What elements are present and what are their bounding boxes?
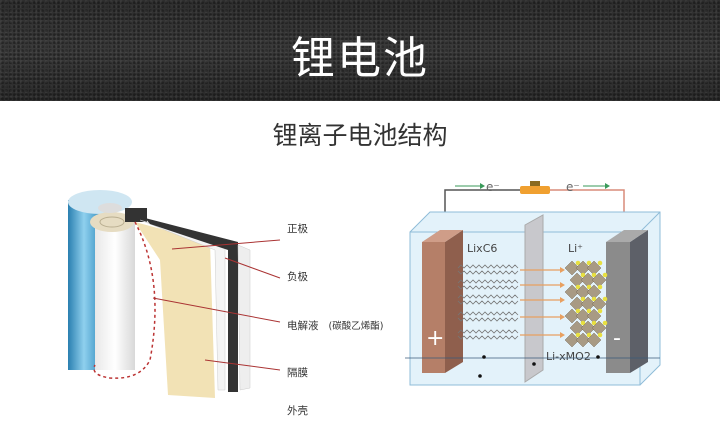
ion-arrow-head bbox=[560, 267, 565, 273]
lithium-atom bbox=[591, 272, 597, 278]
lithium-atom bbox=[586, 308, 592, 314]
crystal-unit bbox=[564, 260, 580, 276]
label-casing: 外壳 bbox=[287, 405, 308, 417]
label-electrolyte-text: 电解液 bbox=[287, 320, 319, 332]
ion-arrow-head bbox=[560, 282, 565, 288]
li-ion-schematic: e⁻ e⁻ + - LixC6 Li⁺ Li-xMO2 bbox=[405, 180, 661, 386]
header-banner: 锂电池 bbox=[0, 0, 720, 101]
lithium-atom bbox=[602, 272, 608, 278]
label-separator: 隔膜 bbox=[287, 367, 308, 379]
lithium-atom bbox=[575, 260, 581, 266]
ion-arrow-head bbox=[560, 332, 565, 338]
graphite-layer bbox=[457, 329, 519, 340]
label-cathode: 正极 bbox=[287, 223, 308, 235]
label-anode: 负极 bbox=[287, 271, 308, 283]
lithium-atom bbox=[580, 296, 586, 302]
ion-arrow-head bbox=[560, 314, 565, 320]
graphite-layer bbox=[457, 311, 519, 322]
cathode-leader-line bbox=[171, 239, 281, 250]
label-electrolyte: 电解液 (碳酸乙烯酯) bbox=[287, 318, 383, 333]
plus-sign: + bbox=[426, 326, 444, 351]
lithium-atom bbox=[602, 320, 608, 326]
graphite-layer bbox=[457, 294, 519, 305]
cylindrical-cell-illustration bbox=[68, 190, 281, 398]
crystal-unit bbox=[586, 332, 602, 348]
lithium-atom bbox=[575, 332, 581, 338]
ion-arrow-head bbox=[560, 297, 565, 303]
lithium-atom bbox=[591, 320, 597, 326]
graphite-layer bbox=[457, 279, 519, 290]
crystal-unit bbox=[564, 332, 580, 348]
cathode-material-label: Li-xMO2 bbox=[546, 350, 591, 363]
section-subtitle: 锂离子电池结构 bbox=[272, 121, 448, 150]
lithium-atom bbox=[586, 284, 592, 290]
lithium-atom bbox=[597, 260, 603, 266]
graphite-layers bbox=[457, 264, 565, 340]
anode-material-label: LixC6 bbox=[467, 242, 497, 255]
ion-label: Li⁺ bbox=[568, 242, 583, 255]
crystal-unit bbox=[575, 332, 591, 348]
lithium-atom bbox=[575, 308, 581, 314]
lithium-atom bbox=[597, 332, 603, 338]
crystal-unit bbox=[564, 284, 580, 300]
graphite-layer bbox=[457, 264, 519, 275]
lithium-atom bbox=[580, 272, 586, 278]
lithium-atom bbox=[602, 296, 608, 302]
electron-label-left: e⁻ bbox=[486, 180, 500, 194]
label-electrolyte-note: (碳酸乙烯酯) bbox=[328, 321, 384, 332]
minus-sign: - bbox=[613, 326, 621, 351]
lithium-atom bbox=[586, 332, 592, 338]
metal-oxide-crystal bbox=[564, 260, 608, 348]
lithium-atom bbox=[591, 296, 597, 302]
lithium-atom bbox=[597, 284, 603, 290]
lithium-atom bbox=[575, 284, 581, 290]
lithium-atom bbox=[597, 308, 603, 314]
lithium-atom bbox=[580, 320, 586, 326]
load-icon bbox=[520, 186, 550, 194]
crystal-unit bbox=[564, 308, 580, 324]
lithium-atom bbox=[586, 260, 592, 266]
electron-label-right: e⁻ bbox=[566, 180, 580, 194]
page-title: 锂电池 bbox=[291, 33, 429, 84]
